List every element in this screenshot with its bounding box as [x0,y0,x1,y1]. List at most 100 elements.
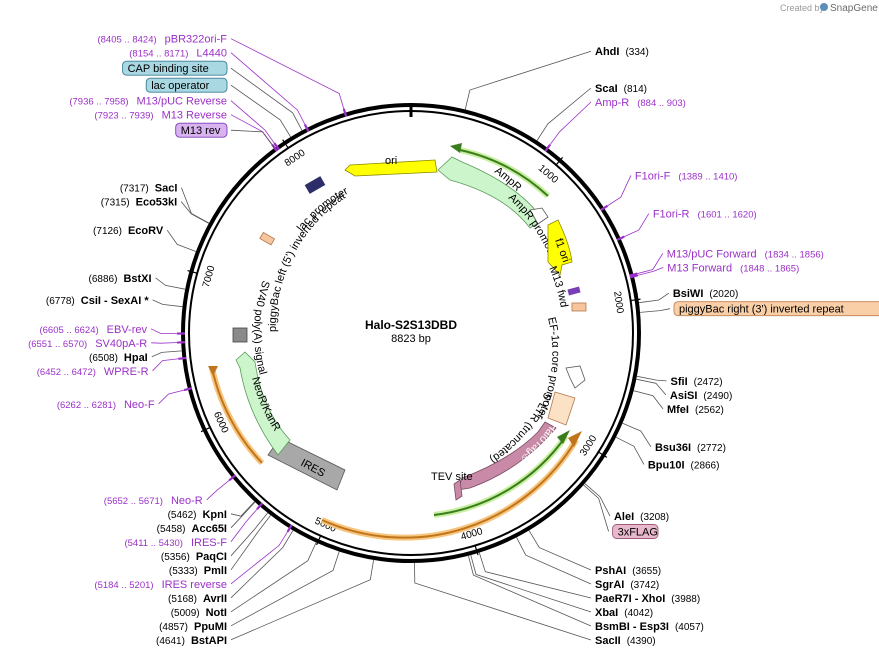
primer-site-label[interactable]: M13/pUC Forward(1834 .. 1856) [667,248,824,260]
enzyme-site-label[interactable]: SacII(4390) [595,635,656,647]
enzyme-site-label[interactable]: PaeR7I - XhoI(3988) [595,593,700,605]
primer-site-label[interactable]: M13 Forward(1848 .. 1865) [667,262,799,274]
sv40-polya-feature[interactable] [232,327,248,343]
enzyme-site-label[interactable]: MfeI(2562) [667,404,724,416]
enzyme-position: (4042) [624,608,653,619]
primer-site-label[interactable]: (8154 .. 8171)L4440 [129,48,227,60]
feature-box-label[interactable]: M13 rev [175,122,228,138]
enzyme-site-label[interactable]: (5009)NotI [171,607,227,619]
enzyme-site-label[interactable]: (4857)PpuMI [159,621,227,633]
feature-box-label[interactable]: lac operator [145,77,228,93]
primer-site-label[interactable]: Amp-R(884 .. 903) [595,97,686,109]
primer-site-label[interactable]: (5652 .. 5671)Neo-R [104,495,203,507]
primer-name: Neo-R [171,495,203,507]
enzyme-site-label[interactable]: AhdI(334) [595,46,649,58]
enzyme-name: BstAPI [191,635,227,647]
ori-feature[interactable] [344,159,438,177]
enzyme-position: (6778) [46,296,75,307]
enzyme-position: (3655) [632,566,661,577]
enzyme-site-label[interactable]: SgrAI(3742) [595,579,659,591]
enzyme-site-label[interactable]: (5462)KpnI [168,509,227,521]
site-leader-line [640,308,671,313]
ltr-feature[interactable] [547,391,576,426]
feature-box [122,60,228,76]
feature-box-label[interactable]: CAP binding site [122,60,228,76]
enzyme-site-label[interactable]: (7126)EcoRV [93,225,164,237]
primer-site-label[interactable]: (7923 .. 7939)M13 Reverse [94,110,227,122]
site-leader-line [155,277,186,290]
primer-site-label[interactable]: (5411 .. 5430)IRES-F [124,537,227,549]
enzyme-site-label[interactable]: BsiWI(2020) [673,288,738,300]
halotag-feature[interactable] [457,421,557,491]
enzyme-position: (3208) [640,512,669,523]
enzyme-site-label[interactable]: Bsu36I(2772) [655,442,726,454]
piggybac-right-feature[interactable] [571,302,587,312]
primer-site-label[interactable]: F1ori-R(1601 .. 1620) [653,209,757,221]
primer-name: EBV-rev [107,324,148,336]
piggybac-left-feature[interactable] [259,231,276,246]
enzyme-site-label[interactable]: (5356)PaqCI [161,551,227,563]
enzyme-name: Acc65I [192,523,227,535]
feature-arcs [208,143,582,541]
enzyme-site-label[interactable]: SfiI(2472) [671,376,723,388]
enzyme-position: (2866) [691,460,720,471]
site-labels: AhdI(334) ScaI(814) BsiWI(2020) SfiI(2472) A… [28,34,879,647]
enzyme-site-label[interactable]: Bpu10I(2866) [648,459,720,471]
enzyme-site-label[interactable]: (7315)Eco53kI [101,197,178,209]
enzyme-site-label[interactable]: AsiSI(2490) [670,390,732,402]
neor-feature[interactable] [235,351,291,456]
primer-site-label[interactable]: (8405 .. 8424)pBR322ori-F [97,34,227,46]
feature-box-label[interactable]: piggyBac right (3') inverted repeat [673,301,879,317]
enzyme-site-label[interactable]: ScaI(814) [595,83,647,95]
enzyme-site-label[interactable]: AleI(3208) [614,511,669,523]
site-leader-line [464,50,592,110]
primer-site-label[interactable]: (6605 .. 6624)EBV-rev [39,324,147,336]
enzyme-position: (2562) [695,405,724,416]
site-leader-line [478,552,592,599]
enzyme-site-label[interactable]: (6886)BstXI [89,273,152,285]
scale-tick [316,535,322,546]
enzyme-position: (5168) [168,594,197,605]
primer-site-label[interactable]: (6262 .. 6281)Neo-F [57,399,155,411]
enzyme-name: AhdI [595,46,619,58]
enzyme-site-label[interactable]: (5333)PmlI [169,565,227,577]
enzyme-site-label[interactable]: (6778)CsiI - SexAI * [46,295,149,307]
enzyme-site-label[interactable]: XbaI(4042) [595,607,653,619]
neo-orf-arrowhead [208,366,218,376]
ef1a-promoter-feature[interactable] [565,365,586,389]
feature-box [175,122,228,138]
enzyme-site-label[interactable]: (5458)Acc65I [157,523,227,535]
enzyme-site-label[interactable]: PshAI(3655) [595,565,661,577]
site-leader-line [166,229,197,252]
enzyme-site-label[interactable]: BsmBI - Esp3I(4057) [595,621,704,633]
m13-fwd-feature[interactable] [567,286,581,296]
primer-binding-mark [286,524,293,533]
primer-site-label[interactable]: (6551 .. 6570)SV40pA-R [28,338,147,350]
site-leader-line [152,299,183,308]
f1-ori-feature[interactable] [547,219,573,276]
tev-site-feature[interactable] [453,479,463,501]
enzyme-name: PpuMI [194,621,227,633]
lac-promoter-feature[interactable] [304,176,326,194]
enzyme-site-label[interactable]: (4641)BstAPI [156,635,227,647]
primer-binding-mark [342,108,348,117]
primer-site-label[interactable]: (5184 .. 5201)IRES reverse [94,579,227,591]
primer-position: (7936 .. 7958) [69,97,128,108]
primer-site-label[interactable]: (7936 .. 7958)M13/pUC Reverse [69,96,227,108]
site-leader-line [206,477,233,501]
enzyme-position: (4057) [675,622,704,633]
site-leader-line [230,530,294,599]
plasmid-name: Halo-S2S13DBD [365,318,457,332]
site-leader-line [633,390,664,410]
primer-site-label[interactable]: (6452 .. 6472)WPRE-R [37,366,149,378]
primer-site-label[interactable]: F1ori-F(1389 .. 1410) [635,170,738,182]
enzyme-name: KpnI [202,509,226,521]
ampr-promoter-feature[interactable] [529,207,549,225]
enzyme-site-label[interactable]: (6508)HpaI [89,352,148,364]
site-leader-line [414,562,592,641]
enzyme-site-label[interactable]: (5168)AvrII [168,593,227,605]
site-leader-line [151,342,182,344]
enzyme-site-label[interactable]: (7317)SacI [120,183,178,195]
primer-name: SV40pA-R [95,338,147,350]
feature-box-label[interactable]: 3xFLAG [612,524,659,539]
